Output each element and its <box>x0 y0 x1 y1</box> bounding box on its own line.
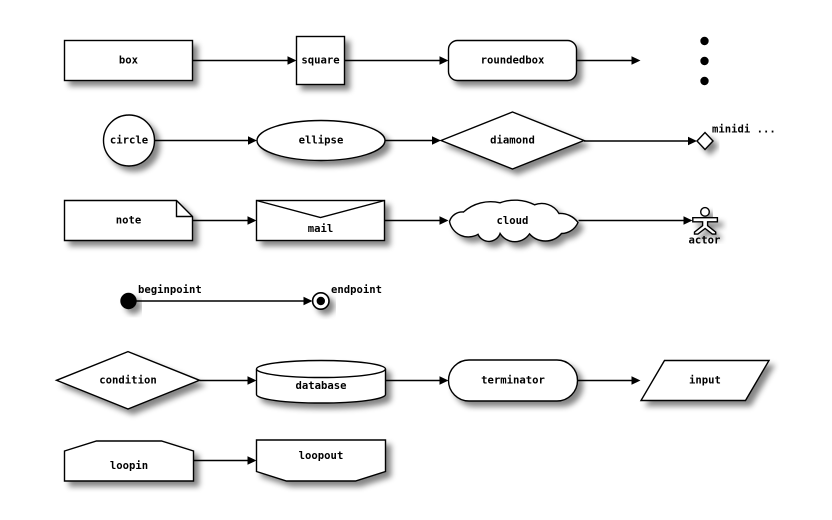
arrowhead-icon <box>439 216 449 225</box>
node-shape-minidiamond <box>696 131 714 151</box>
arrowhead-icon <box>683 216 693 225</box>
node-label-condition: condition <box>99 375 156 387</box>
node-cloud: cloud <box>448 199 579 243</box>
edge-ellipse-diamond <box>385 136 441 145</box>
node-label-endpoint: endpoint <box>331 284 382 296</box>
node-database: database <box>255 359 387 404</box>
node-shape-input <box>639 359 771 402</box>
node-input: input <box>639 359 771 402</box>
node-shape-ellipse <box>256 119 386 162</box>
node-label-loopin: loopin <box>110 460 148 472</box>
edge-box-square <box>192 56 297 65</box>
node-label-diamond: diamond <box>490 135 535 147</box>
node-label-circle: circle <box>110 135 148 147</box>
endpoint-dot-icon <box>316 296 325 306</box>
node-label-square: square <box>301 55 339 67</box>
node-box: box <box>63 39 194 82</box>
node-shape-condition <box>54 350 202 410</box>
node-dots <box>700 36 709 86</box>
node-shape-beginpoint <box>120 292 137 310</box>
arrowhead-icon <box>247 376 257 385</box>
node-label-actor: actor <box>689 234 721 246</box>
edge-condition-database <box>199 376 257 385</box>
dot-icon <box>700 76 709 86</box>
dot-icon <box>700 56 709 66</box>
node-condition: condition <box>54 350 202 410</box>
node-label-input: input <box>689 375 721 387</box>
edge-beginpoint-endpoint <box>136 296 313 306</box>
node-square: square <box>295 35 346 86</box>
node-shape-diamond <box>439 111 586 170</box>
node-label-ellipse: ellipse <box>299 135 344 147</box>
node-shape-actor <box>700 206 711 217</box>
edge-mail-cloud <box>384 216 449 225</box>
arrowhead-icon <box>247 216 257 225</box>
node-shape-note <box>63 199 194 242</box>
edge-terminator-input <box>577 376 641 385</box>
node-label-database: database <box>295 380 346 392</box>
node-shape-actor-detail2 <box>692 217 719 235</box>
arrowhead-icon <box>432 136 441 145</box>
arrowhead-icon <box>688 136 697 146</box>
node-shape-loopout <box>255 439 387 482</box>
node-label-mail: mail <box>308 223 334 235</box>
arrowhead-icon <box>439 56 449 65</box>
node-shape-terminator <box>447 359 579 402</box>
edge-note-mail <box>192 216 257 225</box>
arrowhead-icon <box>287 56 297 65</box>
node-shape-mail-detail2 <box>256 199 385 219</box>
node-roundedbox: roundedbox <box>447 39 578 82</box>
arrowhead-icon <box>248 136 257 145</box>
node-label-loopout: loopout <box>299 450 344 462</box>
node-shape-loopin <box>63 440 195 482</box>
node-mail: mail <box>255 199 386 242</box>
node-shape-note-detail2 <box>175 200 193 218</box>
arrowhead-icon <box>631 56 641 65</box>
node-shape-mail <box>255 199 386 242</box>
node-shape-database <box>255 359 387 404</box>
node-label-terminator: terminator <box>481 375 545 387</box>
node-diamond: diamond <box>439 111 586 170</box>
node-beginpoint: beginpoint <box>120 284 202 310</box>
node-endpoint: endpoint <box>311 284 382 310</box>
arrowhead-icon <box>439 376 449 385</box>
node-shape-circle <box>102 114 156 167</box>
node-label-minidiamond: minidi ... <box>712 123 776 135</box>
node-ellipse: ellipse <box>256 119 386 162</box>
node-label-beginpoint: beginpoint <box>138 284 202 296</box>
edge-diamond-minidiamond <box>584 136 697 146</box>
dot-icon <box>700 36 709 46</box>
edge-roundedbox-dots <box>576 56 641 65</box>
node-shape-box <box>63 39 194 82</box>
arrowhead-icon <box>247 456 257 465</box>
node-shape-database-detail2 <box>255 368 387 379</box>
edge-database-terminator <box>385 376 449 385</box>
edge-circle-ellipse <box>154 136 257 145</box>
node-loopout: loopout <box>255 439 387 482</box>
node-label-box: box <box>119 55 139 67</box>
diagram-root: box square roundedbox circle ellipse diamond m… <box>54 35 776 482</box>
node-label-roundedbox: roundedbox <box>481 55 545 67</box>
arrowhead-icon <box>303 296 313 306</box>
edge-square-roundedbox <box>344 56 449 65</box>
node-loopin: loopin <box>63 440 195 482</box>
node-label-note: note <box>116 215 142 227</box>
node-circle: circle <box>102 114 156 167</box>
node-label-cloud: cloud <box>497 215 529 227</box>
node-minidiamond: minidi ... <box>696 123 776 151</box>
node-terminator: terminator <box>447 359 579 402</box>
node-shape-roundedbox <box>447 39 578 82</box>
node-shape-square <box>295 35 346 86</box>
node-shape-cloud <box>448 199 579 243</box>
edge-loopin-loopout <box>193 456 257 465</box>
edge-cloud-actor <box>578 216 693 225</box>
node-note: note <box>63 199 194 242</box>
node-actor: actor <box>689 206 721 246</box>
arrowhead-icon <box>631 376 641 385</box>
